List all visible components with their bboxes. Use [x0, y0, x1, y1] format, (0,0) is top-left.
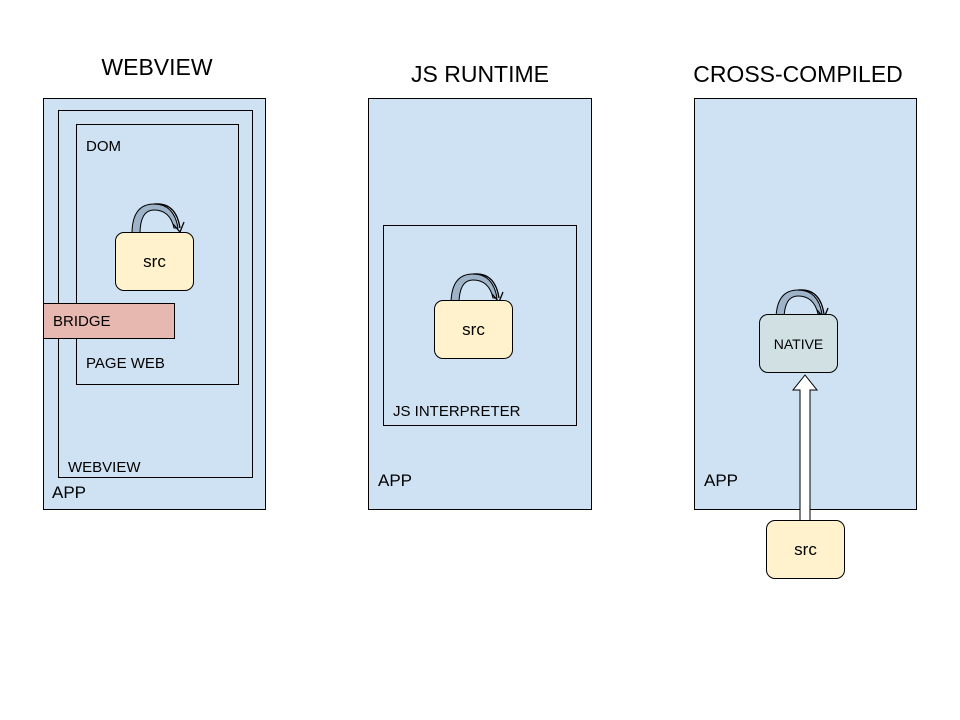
js-runtime-app-label: APP	[378, 471, 413, 490]
webview-loop-arrow-icon	[131, 203, 185, 235]
js-runtime-column-title: JS RUNTIME	[411, 61, 549, 87]
page-web-label: PAGE WEB	[86, 355, 165, 372]
cross-compiled-column-title: CROSS-COMPILED	[693, 61, 903, 87]
webview-src-box: src	[115, 232, 194, 291]
bridge-label: BRIDGE	[53, 312, 111, 330]
bridge-box: BRIDGE	[43, 303, 175, 339]
js-runtime-src-label: src	[462, 319, 485, 339]
webview-src-label: src	[143, 251, 166, 271]
native-box: NATIVE	[759, 314, 838, 373]
js-interpreter-label: JS INTERPRETER	[393, 403, 521, 420]
js-interpreter-container	[383, 225, 577, 426]
dom-label: DOM	[86, 138, 121, 155]
dom-page-container	[76, 124, 239, 385]
js-runtime-loop-arrow-icon	[450, 273, 504, 305]
cross-compiled-src-box: src	[766, 520, 845, 579]
native-label: NATIVE	[773, 335, 824, 352]
webview-container	[58, 110, 253, 478]
compile-up-arrow-icon	[791, 374, 819, 523]
webview-inner-label: WEBVIEW	[68, 459, 141, 476]
cross-compiled-src-label: src	[794, 539, 817, 559]
webview-column-title: WEBVIEW	[101, 54, 213, 80]
cross-compiled-app-label: APP	[704, 471, 739, 490]
webview-app-label: APP	[52, 483, 87, 502]
js-runtime-src-box: src	[434, 300, 513, 359]
